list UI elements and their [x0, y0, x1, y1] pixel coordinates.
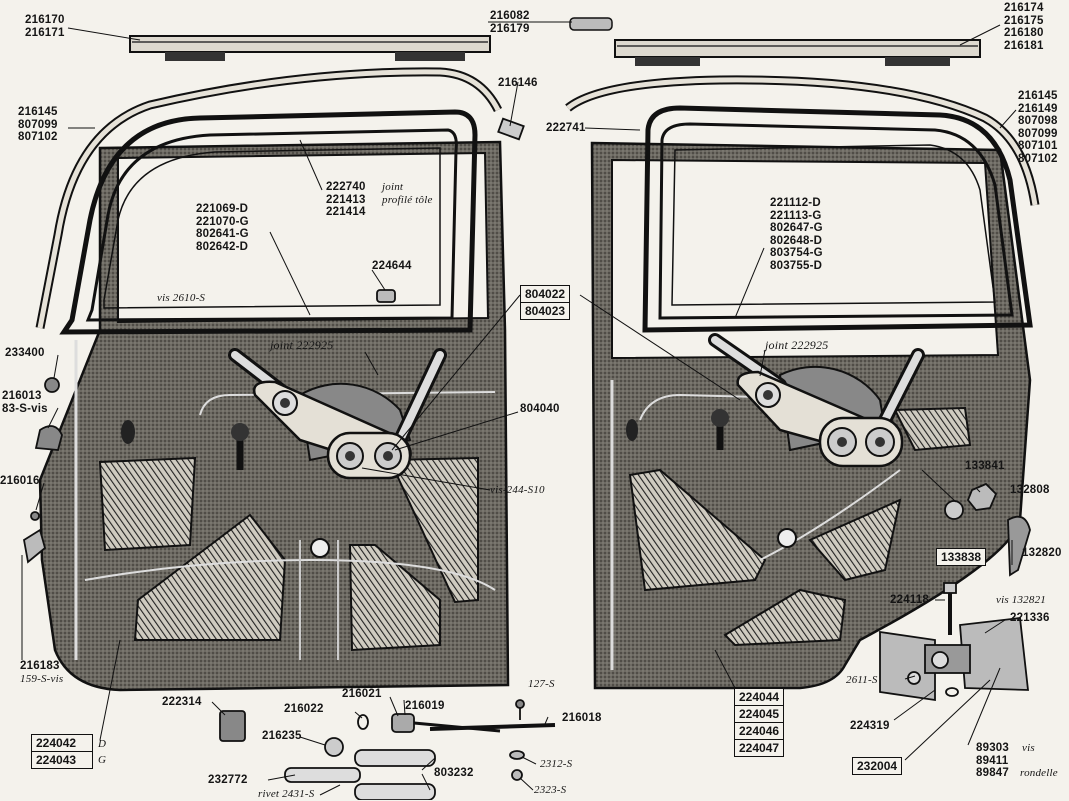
label-216235: 216235	[262, 730, 302, 742]
label-216016: 216016	[0, 475, 40, 487]
label-133841: 133841	[965, 460, 1005, 472]
label-232772: 232772	[208, 774, 248, 786]
label-vis-89303: vis	[1022, 742, 1035, 754]
label-2323-s: 2323-S	[534, 784, 567, 796]
box-133838: 133838	[936, 548, 987, 566]
label-224118: 224118	[890, 594, 929, 606]
label-233400: 233400	[5, 347, 45, 359]
label-804040: 804040	[520, 403, 560, 415]
label-2312-s: 2312-S	[540, 758, 573, 770]
small-clip-top	[569, 17, 613, 31]
label-224644: 224644	[372, 260, 412, 272]
label-216019: 216019	[405, 700, 445, 712]
label-216146: 216146	[498, 77, 538, 89]
top-strip-right	[614, 39, 981, 66]
left-window-regulator	[228, 348, 447, 480]
label-216022: 216022	[284, 703, 324, 715]
label-127-s: 127-S	[528, 678, 555, 690]
label-vis-132821: vis 132821	[996, 594, 1046, 606]
small-parts	[23, 117, 1031, 800]
label-803232: 803232	[434, 767, 474, 779]
label-vis-2610-s: vis 2610-S	[157, 292, 206, 304]
label-rondelle: rondelle	[1020, 767, 1058, 779]
label-joint-222925-left: joint 222925	[270, 338, 334, 352]
label-221336: 221336	[1010, 612, 1050, 624]
label-216021: 216021	[342, 688, 382, 700]
label-132808: 132808	[1010, 484, 1050, 496]
label-222314: 222314	[162, 696, 202, 708]
label-132820: 132820	[1022, 547, 1062, 559]
box-232004: 232004	[852, 757, 903, 775]
label-vis-244-s10: vis-244-S10	[490, 484, 545, 496]
label-rivet-2431-s: rivet 2431-S	[258, 788, 315, 800]
label-2611-s: 2611-S	[846, 674, 878, 686]
label-224319: 224319	[850, 720, 890, 732]
label-222741: 222741	[546, 122, 586, 134]
label-joint-222925-right: joint 222925	[765, 338, 829, 352]
left-door	[38, 109, 510, 692]
right-window-regulator	[708, 333, 925, 468]
arch-seal-right	[565, 75, 1040, 206]
arch-seal-left	[35, 67, 503, 329]
leader-lines	[21, 21, 1017, 796]
top-strip-left	[129, 35, 491, 61]
label-216018: 216018	[562, 712, 602, 724]
